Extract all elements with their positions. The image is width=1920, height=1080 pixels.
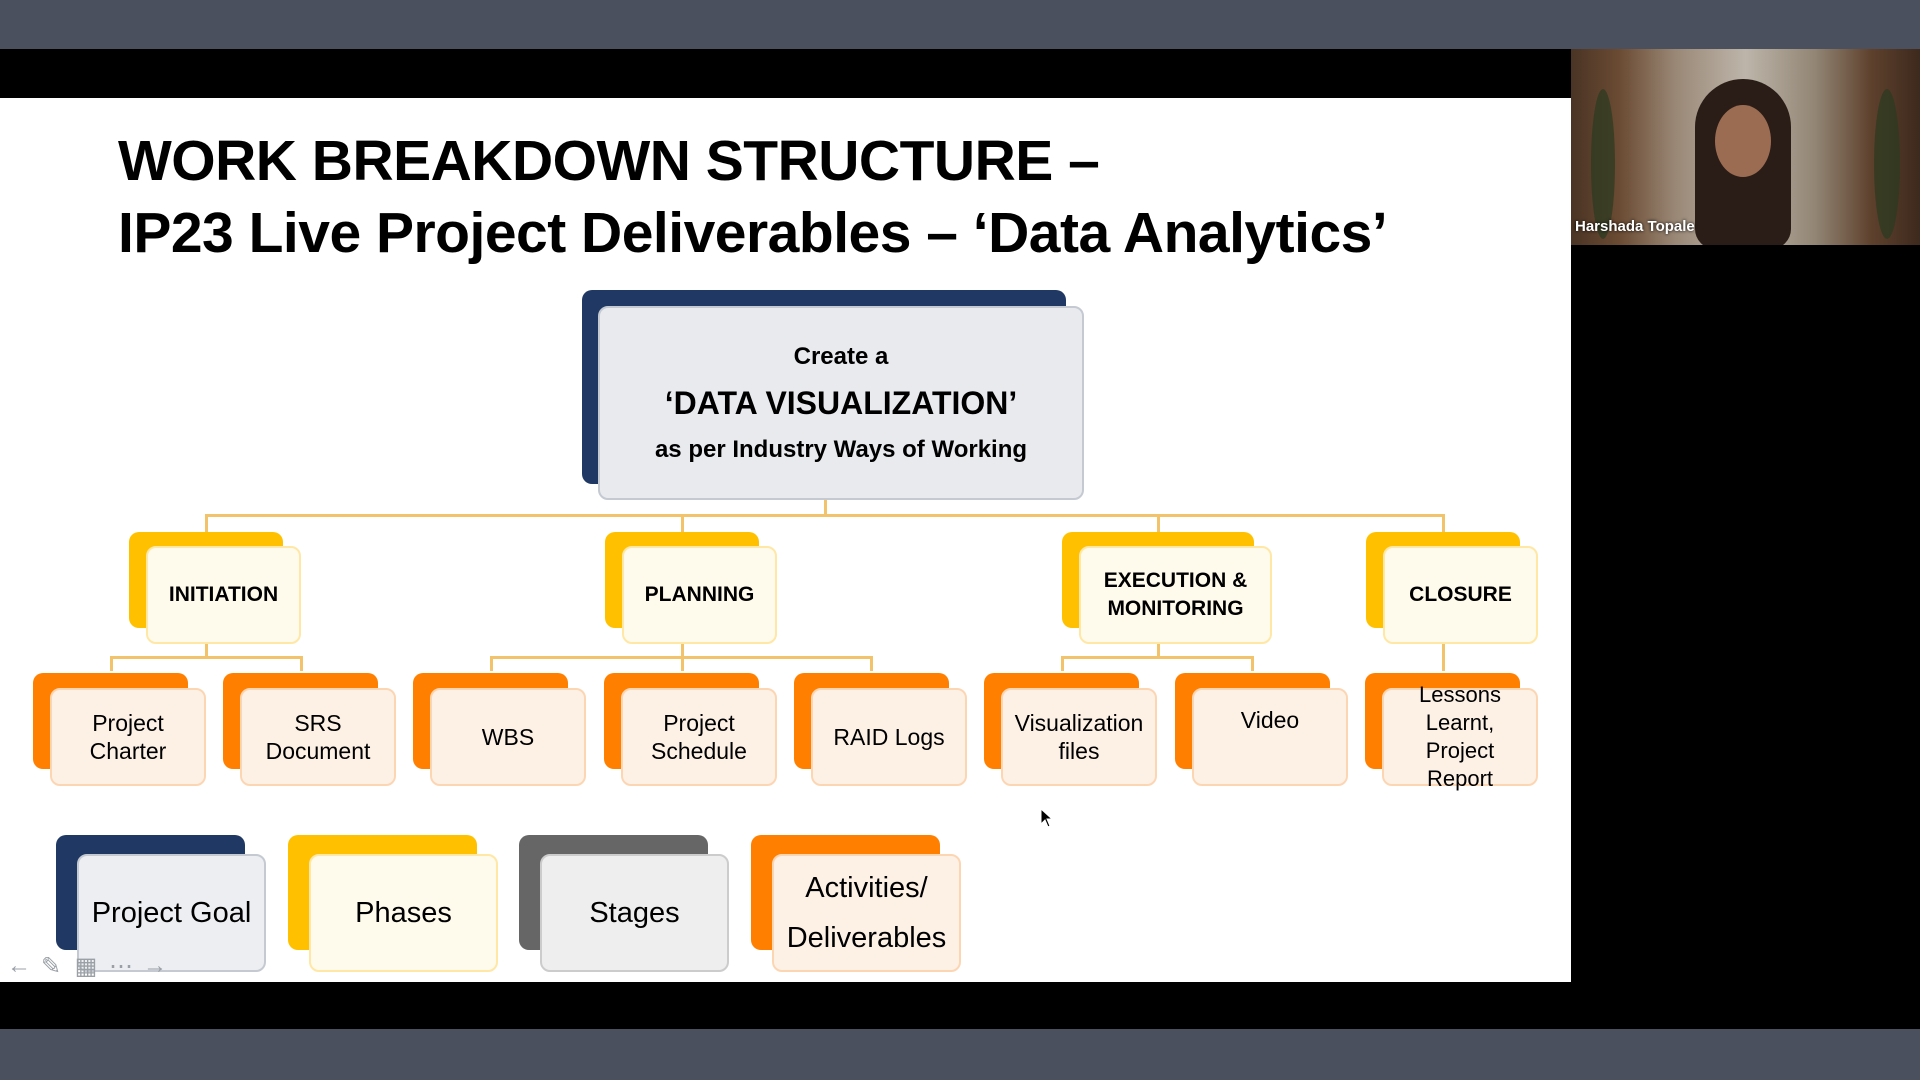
more-options-icon[interactable]: ⋯ [109,952,133,980]
connector [824,500,827,515]
mouse-cursor-icon [1040,808,1054,828]
deliverable-video: Video [1192,688,1348,786]
connector [205,514,1445,517]
connector [1061,656,1253,659]
connector [1442,514,1445,534]
pen-tool-icon[interactable]: ✎ [40,952,62,980]
slide-title-line-1: WORK BREAKDOWN STRUCTURE – [118,129,1100,193]
connector [681,514,684,534]
connector [870,656,873,671]
connector [300,656,303,671]
deliverable-wbs: WBS [430,688,586,786]
deliverable-project-schedule: Project Schedule [621,688,777,786]
connector [110,656,302,659]
previous-slide-arrow-icon[interactable]: ← [7,952,31,979]
phase-execution-monitoring: EXECUTION & MONITORING [1079,546,1272,644]
plant-decoration [1874,89,1900,239]
connector [490,656,872,659]
deliverable-project-charter: Project Charter [50,688,206,786]
legend-activities-deliverables: Activities/ Deliverables [772,854,961,972]
connector [490,656,493,671]
slide-title-line-2: IP23 Live Project Deliverables – ‘Data A… [118,201,1388,265]
connector [1251,656,1254,671]
participant-face [1715,105,1771,177]
goal-line-2: ‘DATA VISUALIZATION’ [664,384,1018,421]
deliverable-srs-document: SRS Document [240,688,396,786]
connector [205,514,208,534]
legend-project-goal: Project Goal [77,854,266,972]
connector [1157,514,1160,534]
next-slide-arrow-icon[interactable]: → [143,952,167,979]
legend-stages: Stages [540,854,729,972]
webcam-video-tile[interactable]: Harshada Topale [1571,49,1920,245]
presentation-slide: WORK BREAKDOWN STRUCTURE – IP23 Live Pro… [0,98,1571,982]
goal-line-1: Create a [793,342,889,370]
participant-name-label: Harshada Topale [1575,218,1695,235]
goal-box: Create a ‘DATA VISUALIZATION’ as per Ind… [598,306,1084,500]
connector [1442,644,1445,671]
phase-closure: CLOSURE [1383,546,1538,644]
legend-phases: Phases [309,854,498,972]
deliverable-raid-logs: RAID Logs [811,688,967,786]
plant-decoration [1591,89,1615,239]
deliverable-visualization-files: Visualization files [1001,688,1157,786]
connector [1157,644,1160,658]
connector [110,656,113,671]
goal-line-3: as per Industry Ways of Working [654,435,1028,463]
connector [1061,656,1064,671]
phase-initiation: INITIATION [146,546,301,644]
participant-silhouette [1695,79,1791,245]
slides-grid-icon[interactable]: ▦ [74,952,98,980]
deliverable-lessons-learnt-report: Lessons Learnt, Project Report [1382,682,1538,791]
phase-planning: PLANNING [622,546,777,644]
connector [205,644,208,658]
